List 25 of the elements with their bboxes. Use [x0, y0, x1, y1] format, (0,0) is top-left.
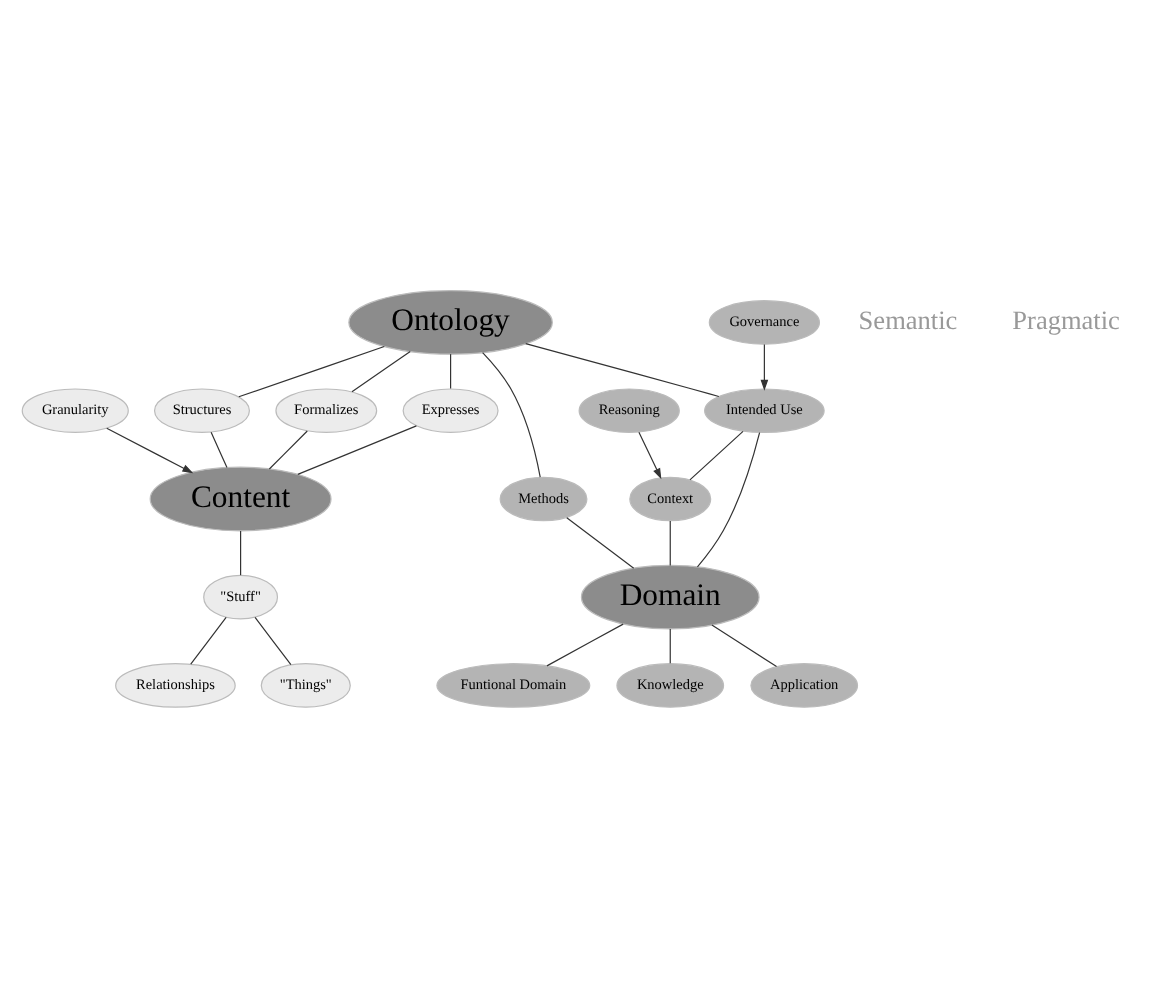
connector [450, 353, 452, 390]
connector [696, 431, 761, 568]
connector [689, 430, 744, 481]
label: Pragmatic [1012, 305, 1120, 336]
connector [351, 350, 411, 393]
connector [669, 520, 671, 566]
connector [482, 351, 541, 478]
arrow [760, 343, 769, 391]
label: Semantic [858, 305, 958, 336]
connector [669, 628, 671, 664]
connector [254, 616, 292, 666]
connector [210, 431, 228, 469]
connector [546, 623, 624, 667]
connector [711, 624, 778, 668]
node-ellipse: Domain [580, 564, 760, 630]
connector [525, 343, 720, 398]
node-ellipse: Ontology [348, 290, 553, 355]
arrow [638, 431, 662, 480]
connector [566, 517, 635, 569]
connector [268, 430, 308, 470]
connector [190, 616, 227, 665]
arrow [106, 427, 194, 474]
connector [240, 530, 242, 576]
connector [297, 425, 417, 476]
connector [238, 345, 385, 398]
